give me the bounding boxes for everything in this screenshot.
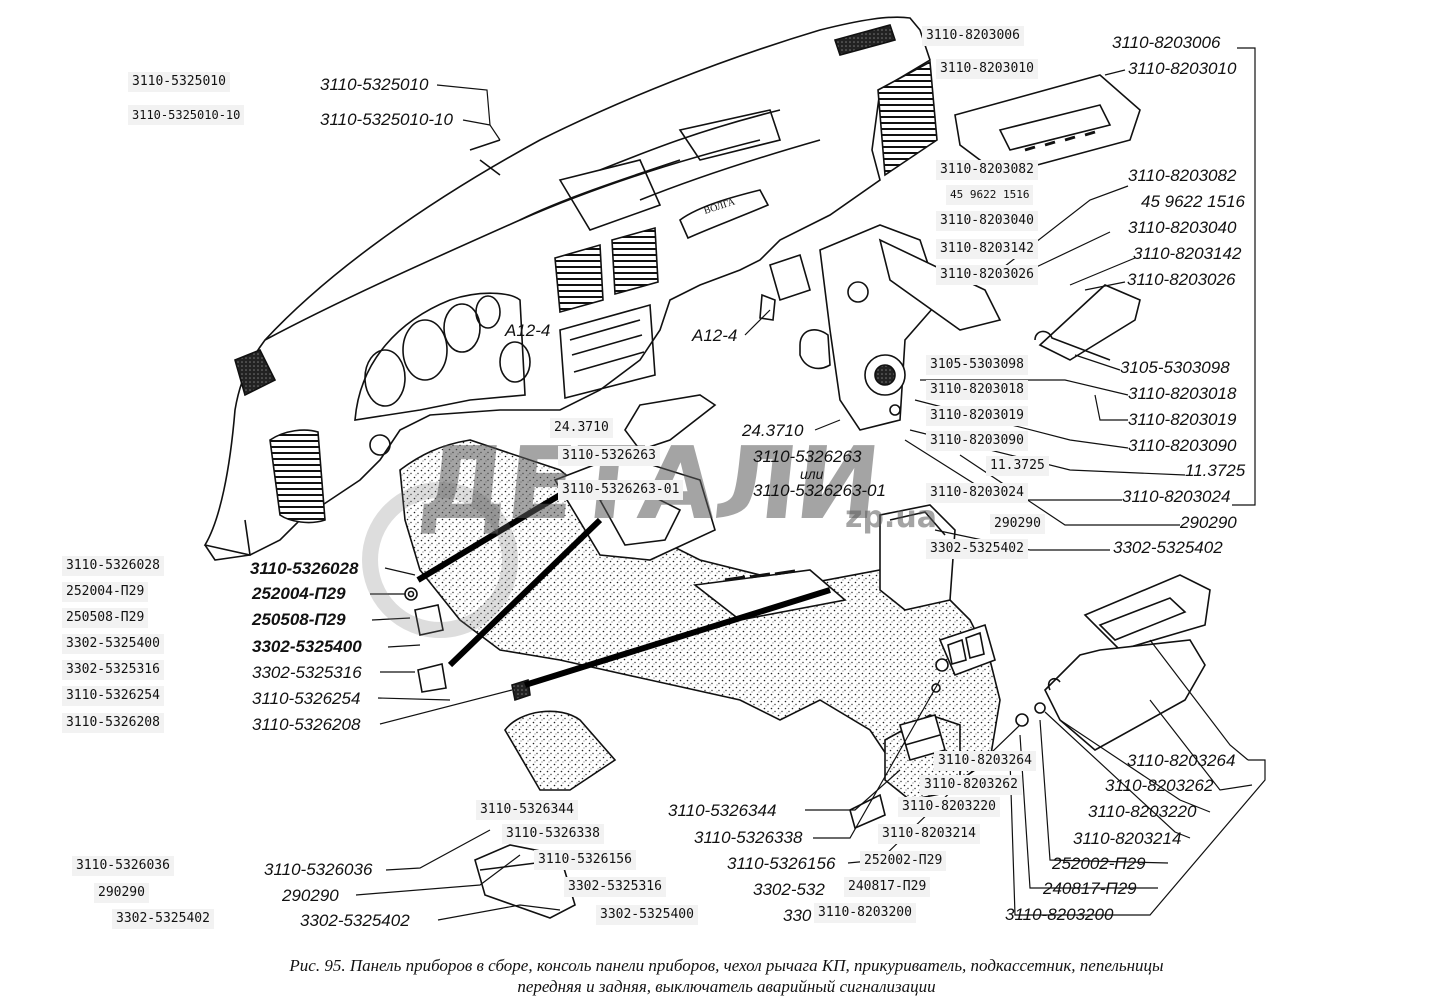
label-top-2: 3110-5325010-10	[320, 110, 453, 129]
overlay-b2: 3110-5326338	[502, 824, 604, 844]
overlay-br4: 3110-8203214	[878, 824, 980, 844]
overlay-br5: 252002-П29	[860, 851, 947, 871]
label-br1: 3110-8203264	[1127, 751, 1236, 770]
label-r4: 45 9622 1516	[1141, 192, 1245, 211]
overlay-m1: 24.3710	[550, 418, 613, 438]
label-l2: 252004-П29	[252, 584, 346, 603]
label-r7: 3110-8203026	[1127, 270, 1236, 289]
overlay-br2: 3110-8203262	[920, 775, 1022, 795]
overlay-m2: 3110-5326263	[558, 446, 660, 466]
label-b4: 3302-532	[753, 880, 825, 899]
ashtray-and-cassette-drawing	[404, 74, 1211, 919]
watermark-gear-icon	[362, 482, 518, 638]
overlay-r6: 3110-8203142	[936, 239, 1038, 259]
label-bl1: 3110-5326036	[264, 860, 373, 879]
label-mid-263: 3110-5326263	[753, 447, 862, 466]
label-r10: 3110-8203019	[1128, 410, 1237, 429]
overlay-r13: 3110-8203024	[926, 483, 1028, 503]
label-r2: 3110-8203010	[1128, 59, 1237, 78]
overlay-bl2: 290290	[94, 883, 149, 903]
label-l7: 3110-5326208	[252, 715, 361, 734]
assembly-lines	[416, 492, 831, 688]
watermark-suffix: zp.ua	[845, 500, 937, 535]
overlay-r4: 45 9622 1516	[946, 185, 1034, 205]
leader-lines	[355, 47, 1266, 921]
overlay-br1: 3110-8203264	[934, 751, 1036, 771]
overlay-r1: 3110-8203006	[922, 26, 1024, 46]
overlay-l5: 3302-5325316	[62, 660, 164, 680]
overlay-bl1: 3110-5326036	[72, 856, 174, 876]
label-br6: 240817-П29	[1043, 879, 1137, 898]
label-r11: 3110-8203090	[1128, 436, 1237, 455]
overlay-bl3: 3302-5325402	[112, 909, 214, 929]
label-r1: 3110-8203006	[1112, 33, 1221, 52]
overlay-r7: 3110-8203026	[936, 265, 1038, 285]
overlay-r14: 290290	[990, 514, 1045, 534]
label-r13: 3110-8203024	[1122, 487, 1231, 506]
label-b2: 3110-5326338	[694, 828, 803, 847]
label-a12-mid: A12-4	[692, 326, 738, 345]
label-br3: 3110-8203220	[1088, 802, 1197, 821]
label-r6: 3110-8203142	[1133, 244, 1242, 263]
overlay-m3: 3110-5326263-01	[558, 480, 684, 500]
label-r14: 290290	[1180, 513, 1237, 532]
label-r3: 3110-8203082	[1128, 166, 1237, 185]
label-r5: 3110-8203040	[1128, 218, 1237, 237]
label-br5: 252002-П29	[1052, 854, 1146, 873]
overlay-r2: 3110-8203010	[936, 59, 1038, 79]
label-r12: 11.3725	[1185, 461, 1246, 480]
overlay-r3: 3110-8203082	[936, 160, 1038, 180]
overlay-br3: 3110-8203220	[898, 797, 1000, 817]
overlay-br7: 3110-8203200	[814, 903, 916, 923]
label-r9: 3110-8203018	[1128, 384, 1237, 403]
overlay-r8: 3105-5303098	[926, 355, 1028, 375]
label-a12-left: A12-4	[505, 321, 551, 340]
overlay-l2: 252004-П29	[62, 582, 149, 602]
overlay-b4: 3302-5325316	[564, 877, 666, 897]
caption-line-1: Рис. 95. Панель приборов в сборе, консол…	[289, 956, 1164, 975]
overlay-b5: 3302-5325400	[596, 905, 698, 925]
label-l3: 250508-П29	[252, 610, 346, 629]
label-bl3: 3302-5325402	[300, 911, 410, 930]
overlay-br6: 240817-П29	[844, 877, 931, 897]
overlay-l1: 3110-5326028	[62, 556, 164, 576]
label-b5: 330	[783, 906, 812, 925]
overlay-r15: 3302-5325402	[926, 539, 1028, 559]
label-r8: 3105-5303098	[1120, 358, 1230, 377]
label-b3: 3110-5326156	[727, 854, 836, 873]
overlay-b1: 3110-5326344	[476, 800, 578, 820]
overlay-top-1: 3110-5325010	[128, 72, 230, 92]
label-mid-263-01: 3110-5326263-01	[753, 481, 886, 500]
label-l1: 3110-5326028	[250, 559, 359, 578]
overlay-r9: 3110-8203018	[926, 380, 1028, 400]
label-br2: 3110-8203262	[1105, 776, 1214, 795]
overlay-r5: 3110-8203040	[936, 211, 1038, 231]
overlay-b3: 3110-5326156	[534, 850, 636, 870]
overlay-l6: 3110-5326254	[62, 686, 164, 706]
overlay-top-2: 3110-5325010-10	[128, 105, 245, 125]
instrument-panel-drawing: ВОЛГА	[203, 16, 938, 561]
label-bl2: 290290	[282, 886, 339, 905]
label-l5: 3302-5325316	[252, 663, 362, 682]
caption-line-2: передняя и задняя, выключатель аварийный…	[517, 977, 936, 996]
label-br7: 3110-8203200	[1005, 905, 1114, 924]
label-top-1: 3110-5325010	[320, 75, 429, 94]
label-b1: 3110-5326344	[668, 801, 777, 820]
label-mid-ili: или	[800, 466, 824, 482]
label-l6: 3110-5326254	[252, 689, 361, 708]
overlay-l7: 3110-5326208	[62, 713, 164, 733]
figure-caption: Рис. 95. Панель приборов в сборе, консол…	[120, 955, 1333, 997]
label-r15: 3302-5325402	[1113, 538, 1223, 557]
label-24-3710: 24.3710	[742, 421, 804, 440]
label-l4: 3302-5325400	[252, 637, 362, 656]
overlay-r11: 3110-8203090	[926, 431, 1028, 451]
overlay-l4: 3302-5325400	[62, 634, 164, 654]
overlay-r12: 11.3725	[986, 456, 1049, 476]
label-br4: 3110-8203214	[1073, 829, 1182, 848]
overlay-l3: 250508-П29	[62, 608, 149, 628]
overlay-r10: 3110-8203019	[926, 406, 1028, 426]
